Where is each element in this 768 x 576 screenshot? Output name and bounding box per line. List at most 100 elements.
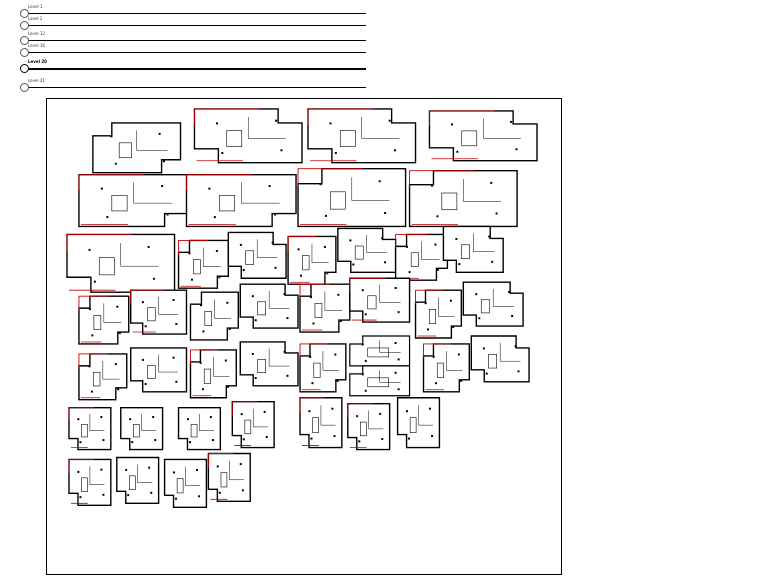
- column-mark: [188, 252, 191, 255]
- level-marker-2[interactable]: Level 2: [20, 16, 366, 30]
- furniture-block: [92, 371, 101, 387]
- apartment-unit-plan[interactable]: [68, 407, 112, 451]
- column-mark: [460, 379, 463, 382]
- column-mark: [449, 299, 452, 302]
- apartment-unit-plan[interactable]: [414, 289, 463, 339]
- apartment-unit-plan[interactable]: [177, 407, 222, 451]
- column-mark: [358, 440, 361, 443]
- column-mark: [394, 149, 397, 152]
- apartment-unit-plan[interactable]: [337, 227, 397, 273]
- level-bubble-icon[interactable]: [20, 83, 29, 92]
- furniture-block: [302, 255, 310, 271]
- apartment-unit-plan[interactable]: [287, 235, 337, 285]
- apartment-unit-plan[interactable]: [78, 295, 130, 345]
- apartment-unit-plan[interactable]: [349, 365, 411, 397]
- column-mark: [331, 407, 334, 410]
- level-marker-1[interactable]: Level 1: [20, 4, 366, 18]
- level-line: [26, 52, 366, 53]
- apartment-unit-plan[interactable]: [120, 407, 164, 451]
- modified-wall: [299, 283, 330, 299]
- modified-wall: [66, 233, 132, 252]
- level-bubble-icon[interactable]: [20, 36, 29, 45]
- level-marker-16[interactable]: Level 16: [20, 43, 366, 57]
- modified-wall: [207, 453, 234, 468]
- apartment-unit-plan[interactable]: [185, 173, 297, 228]
- column-mark: [79, 496, 82, 499]
- apartment-unit-plan[interactable]: [177, 239, 230, 289]
- level-marker-21[interactable]: Level 21: [20, 78, 366, 92]
- column-mark: [297, 248, 300, 251]
- column-mark: [141, 301, 144, 304]
- column-mark: [517, 370, 520, 373]
- apartment-unit-plan[interactable]: [189, 291, 239, 341]
- apartment-unit-plan[interactable]: [299, 397, 343, 449]
- apartment-unit-plan[interactable]: [130, 347, 188, 393]
- apartment-unit-plan[interactable]: [239, 283, 299, 329]
- apartment-unit-plan[interactable]: [189, 349, 237, 399]
- apartment-unit-plan[interactable]: [227, 231, 287, 279]
- column-mark: [361, 289, 364, 292]
- level-bubble-icon[interactable]: [20, 64, 29, 73]
- column-mark: [242, 269, 245, 272]
- apartment-unit-plan[interactable]: [163, 458, 208, 508]
- apartment-unit-plan[interactable]: [349, 335, 411, 367]
- apartment-unit-plan[interactable]: [116, 456, 160, 504]
- apartment-unit-plan[interactable]: [408, 170, 518, 228]
- apartment-unit-plan[interactable]: [239, 341, 299, 387]
- column-mark: [408, 271, 411, 274]
- apartment-unit-plan[interactable]: [462, 281, 524, 327]
- apartment-unit-plan[interactable]: [78, 173, 190, 228]
- column-mark: [162, 160, 165, 163]
- apartment-unit-plan[interactable]: [422, 343, 471, 393]
- apartment-unit-plan[interactable]: [442, 225, 504, 273]
- level-marker-20[interactable]: Level 20: [20, 59, 366, 73]
- apartment-unit-plan[interactable]: [207, 452, 251, 503]
- column-mark: [515, 148, 518, 151]
- apartment-unit-plan[interactable]: [78, 353, 128, 401]
- apartment-unit-plan[interactable]: [92, 122, 182, 174]
- furniture-block: [436, 362, 444, 378]
- apartment-unit-plan[interactable]: [396, 397, 441, 449]
- furniture-block: [314, 303, 323, 318]
- column-mark: [436, 215, 439, 218]
- apartment-unit-plan[interactable]: [428, 110, 538, 162]
- apartment-unit-plan[interactable]: [470, 335, 530, 383]
- column-mark: [364, 313, 367, 316]
- column-mark: [511, 315, 514, 318]
- apartment-unit-plan[interactable]: [66, 233, 176, 293]
- column-mark: [90, 390, 93, 393]
- level-bubble-icon[interactable]: [20, 48, 29, 57]
- level-bubble-icon[interactable]: [20, 9, 29, 18]
- column-mark: [240, 413, 243, 416]
- modified-wall: [415, 289, 444, 305]
- column-mark: [77, 470, 80, 473]
- floor-plans-canvas[interactable]: [47, 99, 561, 574]
- apartment-unit-plan[interactable]: [394, 233, 449, 281]
- column-mark: [268, 185, 271, 188]
- column-mark: [227, 385, 230, 388]
- apartment-unit-plan[interactable]: [193, 108, 303, 164]
- modified-wall: [287, 235, 317, 251]
- column-mark: [254, 319, 257, 322]
- apartment-unit-plan[interactable]: [299, 343, 347, 393]
- apartment-unit-plan[interactable]: [347, 403, 391, 451]
- level-bubble-icon[interactable]: [20, 21, 29, 30]
- column-mark: [309, 355, 312, 358]
- apartment-unit-plan[interactable]: [130, 289, 188, 335]
- furniture-block: [81, 424, 88, 438]
- level-marker-12[interactable]: Level 12: [20, 31, 366, 45]
- apartment-unit-plan[interactable]: [231, 401, 275, 449]
- column-mark: [426, 328, 429, 331]
- column-mark: [117, 388, 120, 391]
- apartment-unit-plan[interactable]: [307, 108, 417, 164]
- apartment-unit-plan[interactable]: [349, 277, 411, 323]
- column-mark: [199, 361, 202, 364]
- apartment-unit-plan[interactable]: [297, 168, 407, 228]
- column-mark: [364, 389, 367, 392]
- apartment-unit-plan[interactable]: [68, 458, 112, 506]
- modified-wall: [299, 343, 328, 359]
- apartment-unit-plan[interactable]: [299, 283, 351, 333]
- plan-sheet[interactable]: [46, 98, 562, 575]
- column-mark: [77, 418, 80, 421]
- column-mark: [309, 296, 312, 299]
